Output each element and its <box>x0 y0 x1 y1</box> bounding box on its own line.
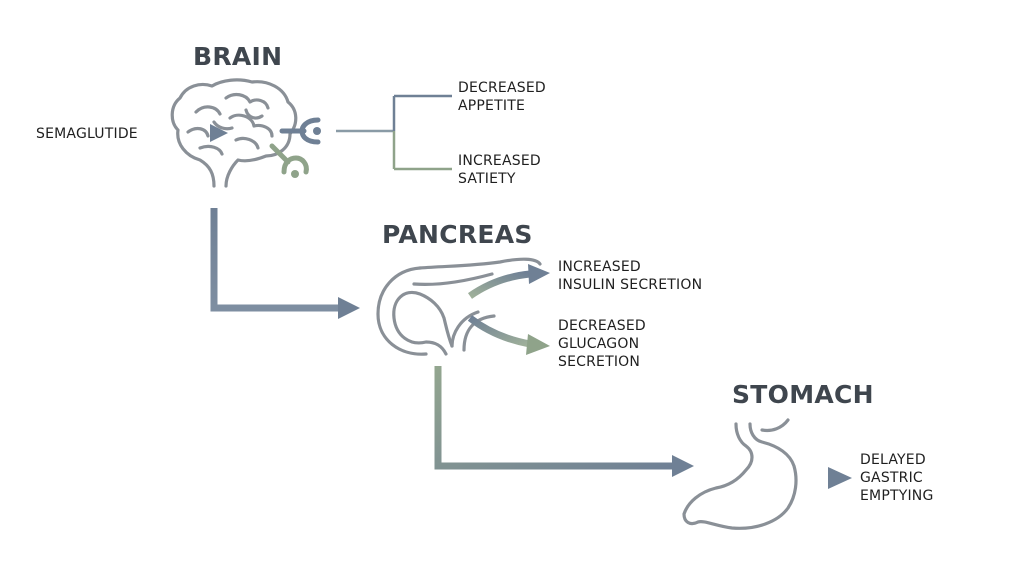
effect-line: INCREASED <box>458 153 541 169</box>
gastric-emptying-arrow <box>772 467 852 489</box>
effect-line: INSULIN SECRETION <box>558 277 703 293</box>
effect-decreased-appetite: DECREASED APPETITE <box>458 79 546 115</box>
effect-line: DECREASED <box>458 80 546 96</box>
insulin-arrow <box>467 264 550 299</box>
effect-line: GASTRIC <box>860 470 923 486</box>
receptor-icon <box>269 143 309 178</box>
receptor-icon <box>279 117 321 145</box>
effect-delayed-gastric-emptying: DELAYED GASTRIC EMPTYING <box>860 451 934 505</box>
effect-line: DECREASED <box>558 318 646 334</box>
pancreas-icon <box>376 257 542 356</box>
pancreas-to-stomach-arrow <box>434 366 694 477</box>
effect-line: INCREASED <box>558 259 641 275</box>
brain-effects-bracket <box>336 94 452 171</box>
brain-to-pancreas-arrow <box>210 208 360 319</box>
brain-title: BRAIN <box>193 42 283 71</box>
effect-line: DELAYED <box>860 452 926 468</box>
effect-line: SATIETY <box>458 171 516 187</box>
semaglutide-label: SEMAGLUTIDE <box>36 126 138 142</box>
brain-icon <box>170 78 298 188</box>
effect-line: EMPTYING <box>860 488 934 504</box>
effect-line: APPETITE <box>458 98 525 114</box>
stomach-title: STOMACH <box>732 380 874 409</box>
semaglutide-arrow <box>158 124 228 142</box>
effect-decreased-glucagon: DECREASED GLUCAGON SECRETION <box>558 317 646 371</box>
stomach-icon <box>682 418 798 530</box>
effect-line: SECRETION <box>558 354 641 370</box>
glucagon-arrow <box>467 315 550 355</box>
effect-increased-satiety: INCREASED SATIETY <box>458 152 541 188</box>
effect-line: GLUCAGON <box>558 336 640 352</box>
effect-increased-insulin: INCREASED INSULIN SECRETION <box>558 258 702 294</box>
pancreas-title: PANCREAS <box>382 220 533 249</box>
